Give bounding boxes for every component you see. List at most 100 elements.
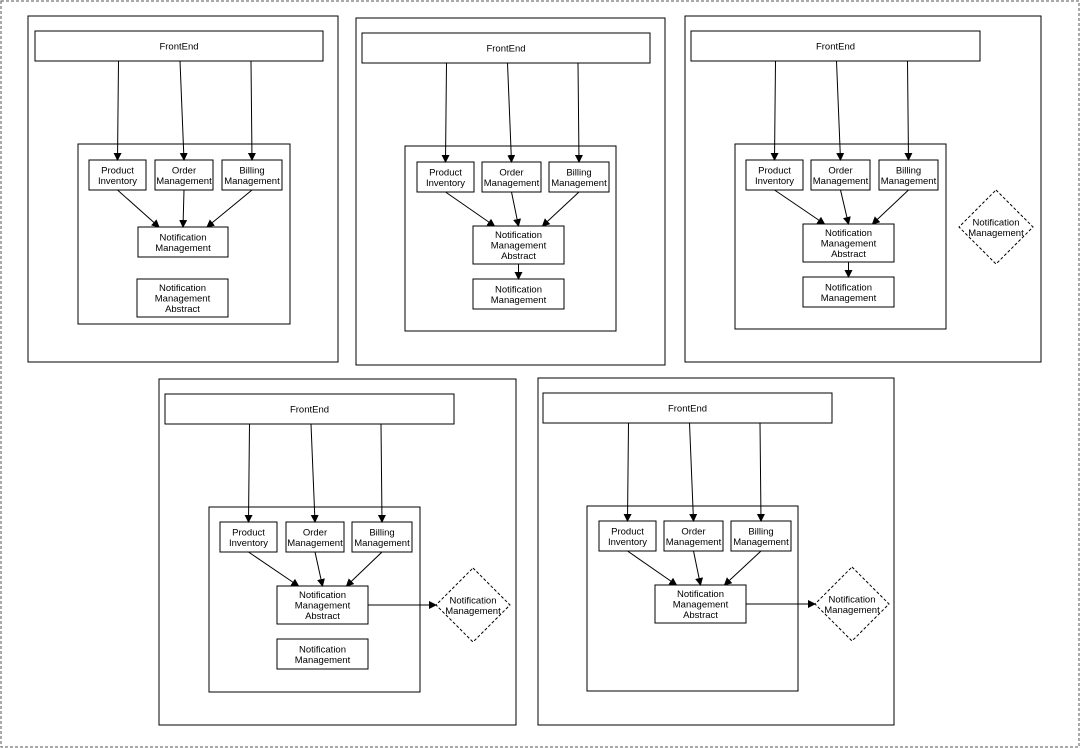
arrow-product-inventory-to-notification	[627, 550, 678, 586]
product-inventory-box-label-line-1: Product	[232, 527, 265, 538]
product-inventory-box-label-line-1: Product	[429, 167, 462, 178]
notification-management-external-diamond-label-line-1: Notification	[450, 595, 497, 606]
order-management-box	[663, 520, 724, 552]
arrow-order-management-to-notification	[693, 550, 704, 586]
arrow-frontend-to-product-inventory	[441, 62, 450, 163]
arrow-frontend-to-order-management	[689, 422, 698, 522]
arrow-order-management-to-notification	[179, 189, 188, 228]
arrow-frontend-to-order-management	[179, 60, 188, 161]
billing-management-box-label-line-2: Management	[354, 538, 410, 549]
arrow-product-inventory-to-notification	[774, 189, 826, 225]
notification-management-abstract-box-label-line-2: Management	[155, 294, 211, 305]
arrow-frontend-to-order-management	[310, 423, 319, 523]
arrow-frontend-to-billing-management	[756, 422, 765, 522]
notification-management-abstract-box-label-line-2: Management	[821, 239, 877, 250]
notification-management-external-diamond-label-line-2: Management	[824, 605, 880, 616]
notification-management-external-diamond-label-line-1: Notification	[829, 594, 876, 605]
billing-management-box-label-line-2: Management	[881, 176, 937, 187]
arrow-frontend-to-order-management	[836, 60, 845, 161]
arrow-product-inventory-to-notification	[445, 191, 496, 227]
order-management-box-label-line-1: Order	[172, 165, 196, 176]
frontend-box	[34, 30, 324, 62]
billing-management-box-label-line-2: Management	[551, 178, 607, 189]
panel-4: FrontEndProductInventoryOrderManagementB…	[158, 378, 517, 726]
order-management-box-label-line-1: Order	[681, 526, 705, 537]
arrow-frontend-to-billing-management	[377, 423, 386, 523]
notification-management-box-label-line-1: Notification	[495, 284, 542, 295]
billing-management-box-label-line-2: Management	[224, 176, 280, 187]
billing-management-box-label-line-1: Billing	[369, 527, 394, 538]
notification-management-box-label-line-2: Management	[491, 295, 547, 306]
notification-management-abstract-box-label-line-1: Notification	[495, 230, 542, 241]
notification-management-box	[137, 226, 229, 258]
notification-management-box	[276, 638, 369, 670]
frontend-box-label-line-1: FrontEnd	[290, 405, 329, 416]
notification-management-external-diamond-label-line-2: Management	[445, 606, 501, 617]
arrow-order-management-to-notification	[314, 551, 325, 587]
frontend-box-label-line-1: FrontEnd	[816, 42, 855, 53]
product-inventory-box-label-line-2: Inventory	[229, 538, 268, 549]
notification-management-abstract-box-label-line-3: Abstract	[831, 249, 866, 260]
product-inventory-box-label-line-1: Product	[611, 526, 644, 537]
billing-management-box-label-line-1: Billing	[748, 526, 773, 537]
notification-management-box-label-line-1: Notification	[299, 644, 346, 655]
product-inventory-box-label-line-1: Product	[101, 165, 134, 176]
arrow-frontend-to-billing-management	[574, 62, 583, 163]
frontend-box	[542, 392, 833, 424]
notification-management-external-diamond-label-line-1: Notification	[973, 217, 1020, 228]
order-management-box-label-line-2: Management	[156, 176, 212, 187]
notification-management-abstract-box	[802, 223, 895, 263]
product-inventory-box	[416, 161, 475, 193]
notification-management-abstract-box-label-line-2: Management	[673, 600, 729, 611]
notification-management-box	[802, 276, 895, 308]
notification-management-abstract-box-label-line-2: Management	[295, 601, 351, 612]
notification-management-abstract-box-label-line-2: Management	[491, 241, 547, 252]
notification-management-box-label-line-2: Management	[821, 293, 877, 304]
notification-management-external-diamond-label-line-2: Management	[968, 228, 1024, 239]
notification-management-abstract-box	[276, 585, 369, 625]
notification-management-abstract-box-label-line-3: Abstract	[305, 611, 340, 622]
notification-management-external-diamond	[958, 189, 1034, 265]
arrow-product-inventory-to-notification	[248, 551, 300, 587]
notification-management-box-label-line-2: Management	[295, 655, 351, 666]
order-management-box	[481, 161, 542, 193]
order-management-box	[154, 159, 214, 191]
order-management-box-label-line-2: Management	[666, 537, 722, 548]
notification-management-abstract-box-label-line-1: Notification	[299, 590, 346, 601]
arrow-frontend-to-product-inventory	[113, 60, 122, 161]
panel-3: FrontEndProductInventoryOrderManagementB…	[684, 15, 1042, 363]
arrow-frontend-to-billing-management	[904, 60, 913, 161]
billing-management-box-label-line-1: Billing	[896, 165, 921, 176]
billing-management-box-label-line-1: Billing	[239, 165, 264, 176]
notification-management-abstract-box-label-line-1: Notification	[159, 283, 206, 294]
arrow-frontend-to-order-management	[507, 62, 516, 163]
arrow-frontend-to-product-inventory	[623, 422, 632, 522]
arrow-frontend-to-billing-management	[247, 60, 256, 161]
arrow-product-inventory-to-notification	[117, 189, 160, 228]
frontend-box	[164, 393, 455, 425]
frontend-box-label-line-1: FrontEnd	[668, 404, 707, 415]
arrow-billing-management-to-notification	[206, 189, 253, 228]
notification-management-abstract-box-label-line-1: Notification	[825, 228, 872, 239]
billing-management-box	[548, 161, 610, 193]
product-inventory-box-label-line-2: Inventory	[608, 537, 647, 548]
notification-management-external-diamond	[435, 567, 511, 643]
notification-management-external-diamond	[814, 566, 890, 642]
arrow-order-management-to-notification	[511, 191, 522, 227]
product-inventory-box-label-line-2: Inventory	[426, 178, 465, 189]
notification-management-abstract-box	[136, 278, 229, 318]
product-inventory-box-label-line-2: Inventory	[98, 176, 137, 187]
frontend-box-label-line-1: FrontEnd	[486, 44, 525, 55]
order-management-box-label-line-2: Management	[287, 538, 343, 549]
frontend-box-label-line-1: FrontEnd	[159, 42, 198, 53]
order-management-box-label-line-2: Management	[813, 176, 869, 187]
product-inventory-box	[598, 520, 657, 552]
order-management-box-label-line-2: Management	[484, 178, 540, 189]
notification-management-abstract-box-label-line-3: Abstract	[501, 251, 536, 262]
notification-management-box	[472, 278, 565, 310]
arrow-frontend-to-product-inventory	[244, 423, 253, 523]
panel-2: FrontEndProductInventoryOrderManagementB…	[355, 17, 666, 366]
billing-management-box	[221, 159, 283, 191]
notification-management-box-label-line-1: Notification	[825, 282, 872, 293]
